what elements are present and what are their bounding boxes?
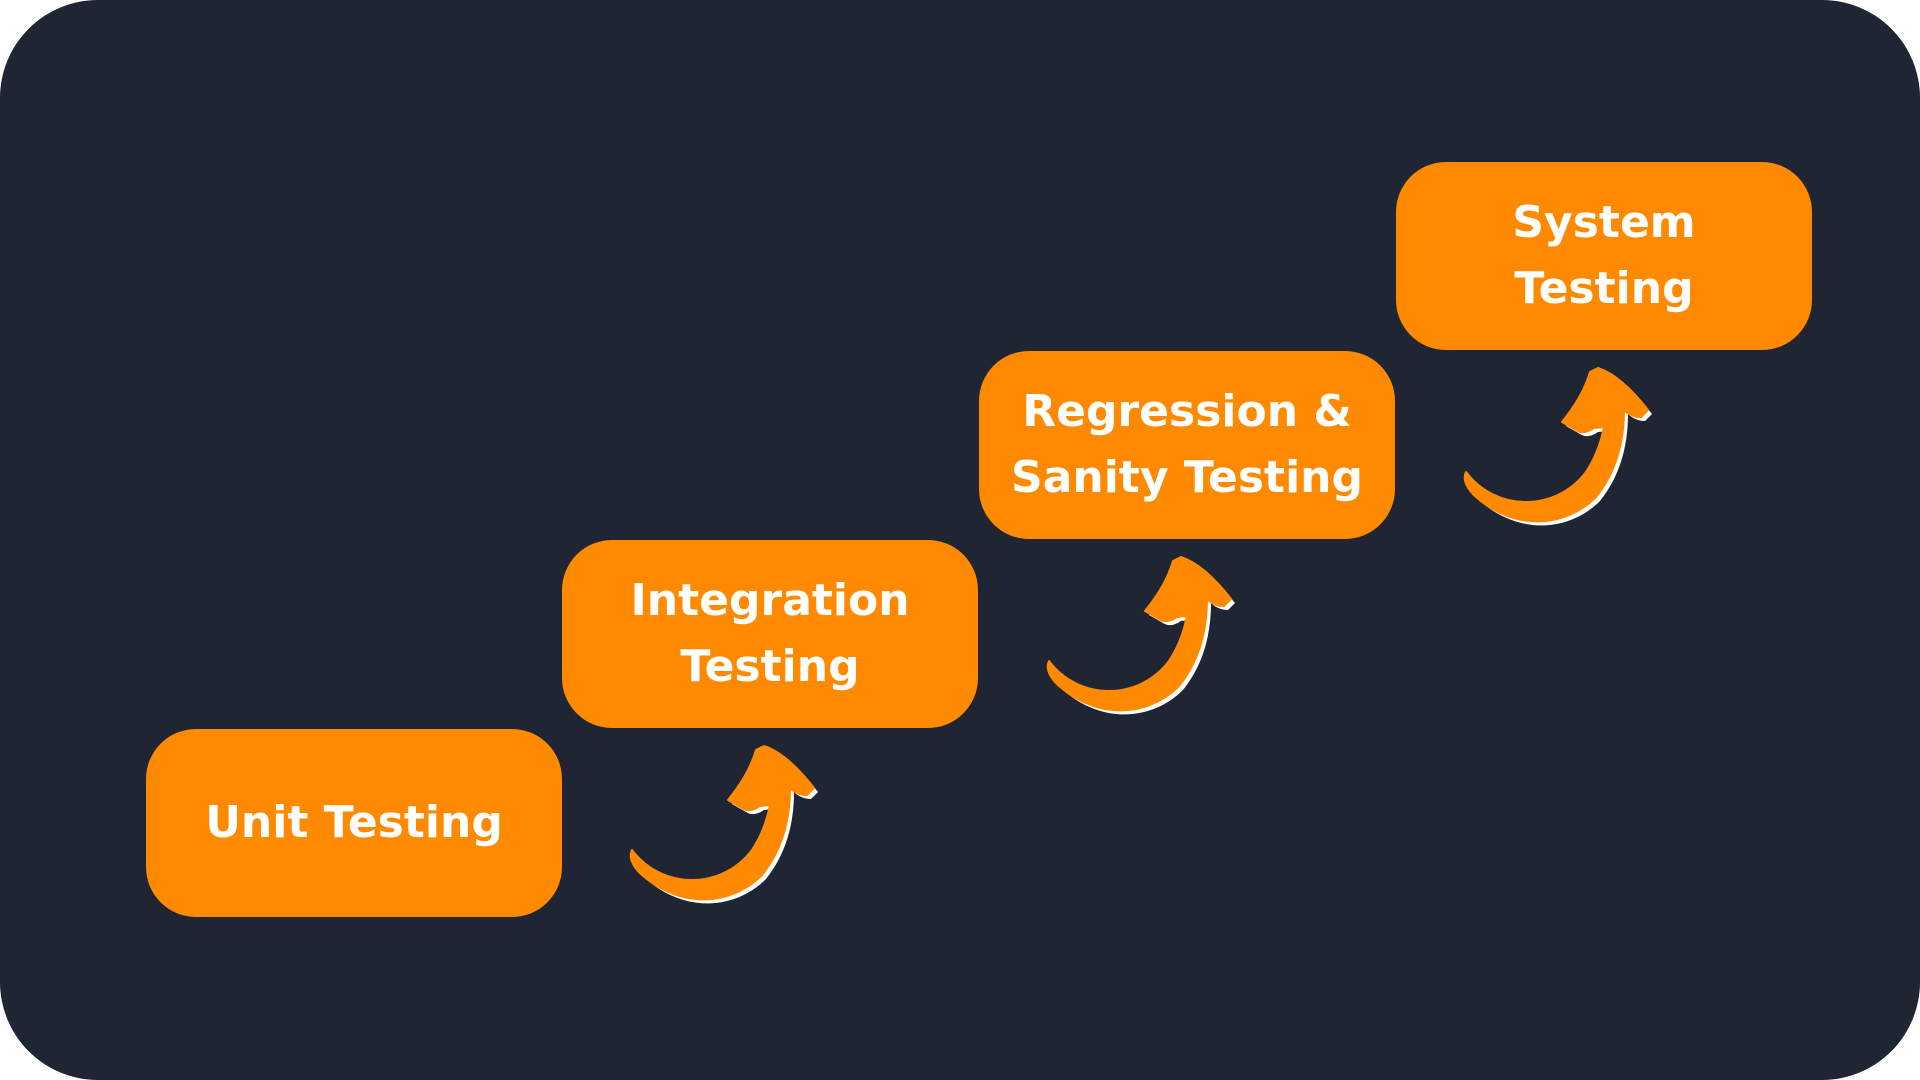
step-label-line2: Sanity Testing	[1011, 452, 1363, 503]
step-label-line2: Testing	[680, 641, 860, 692]
step-label-group: Integration Testing	[630, 568, 909, 700]
step-label-line1: Integration	[630, 575, 910, 626]
step-unit-testing: Unit Testing	[146, 729, 562, 917]
step-label-line1: Regression &	[1022, 386, 1352, 437]
curved-up-arrow-icon	[1463, 367, 1652, 526]
step-regression-sanity-testing: Regression & Sanity Testing	[979, 351, 1395, 539]
step-label: System Testing	[1512, 197, 1696, 314]
step-label-group: Regression & Sanity Testing	[1011, 379, 1363, 511]
step-system-testing: System Testing	[1396, 162, 1812, 350]
curved-up-arrow-icon	[1046, 556, 1235, 715]
curved-up-arrow-icon	[629, 745, 818, 904]
step-label: Unit Testing	[205, 797, 503, 848]
step-integration-testing: Integration Testing	[562, 540, 978, 728]
